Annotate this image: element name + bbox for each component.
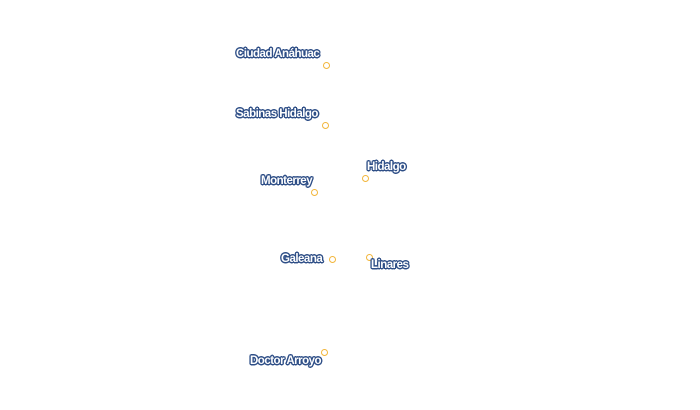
city-marker-galeana[interactable] — [329, 256, 336, 263]
city-marker-hidalgo[interactable] — [362, 175, 369, 182]
city-marker-monterrey[interactable] — [311, 189, 318, 196]
city-marker-ciudad-anahuac[interactable] — [323, 62, 330, 69]
city-marker-linares[interactable] — [366, 254, 373, 261]
city-label-galeana: Galeana — [281, 253, 323, 265]
city-label-hidalgo: Hidalgo — [367, 161, 406, 173]
city-marker-doctor-arroyo[interactable] — [321, 349, 328, 356]
city-label-monterrey: Monterrey — [261, 175, 313, 187]
city-label-ciudad-anahuac: Ciudad Anáhuac — [236, 48, 320, 60]
city-label-doctor-arroyo: Doctor Arroyo — [250, 355, 322, 367]
city-marker-sabinas-hidalgo[interactable] — [322, 122, 329, 129]
city-label-sabinas-hidalgo: Sabinas Hidalgo — [236, 108, 318, 120]
city-label-linares: Linares — [371, 259, 409, 271]
